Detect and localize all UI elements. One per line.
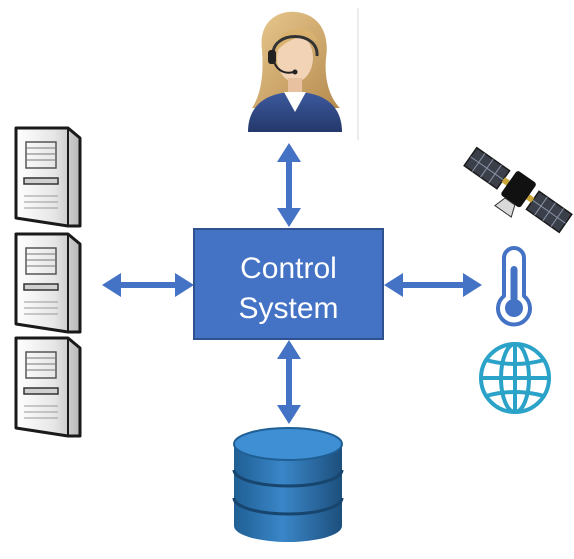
thermometer-icon bbox=[496, 246, 532, 327]
database-icon bbox=[232, 427, 344, 542]
control-system-label-line2: System bbox=[238, 292, 338, 325]
arrow-operator-control bbox=[277, 143, 301, 227]
server-icon bbox=[14, 126, 82, 438]
control-system-label-line1: Control bbox=[240, 252, 337, 285]
control-system-box: Control System bbox=[193, 228, 384, 340]
satellite-icon bbox=[463, 146, 573, 234]
operator-icon bbox=[248, 11, 342, 132]
arrow-control-database bbox=[277, 340, 301, 424]
globe-icon bbox=[479, 342, 551, 414]
arrow-servers-control bbox=[102, 273, 194, 297]
arrow-control-sensors bbox=[384, 273, 482, 297]
